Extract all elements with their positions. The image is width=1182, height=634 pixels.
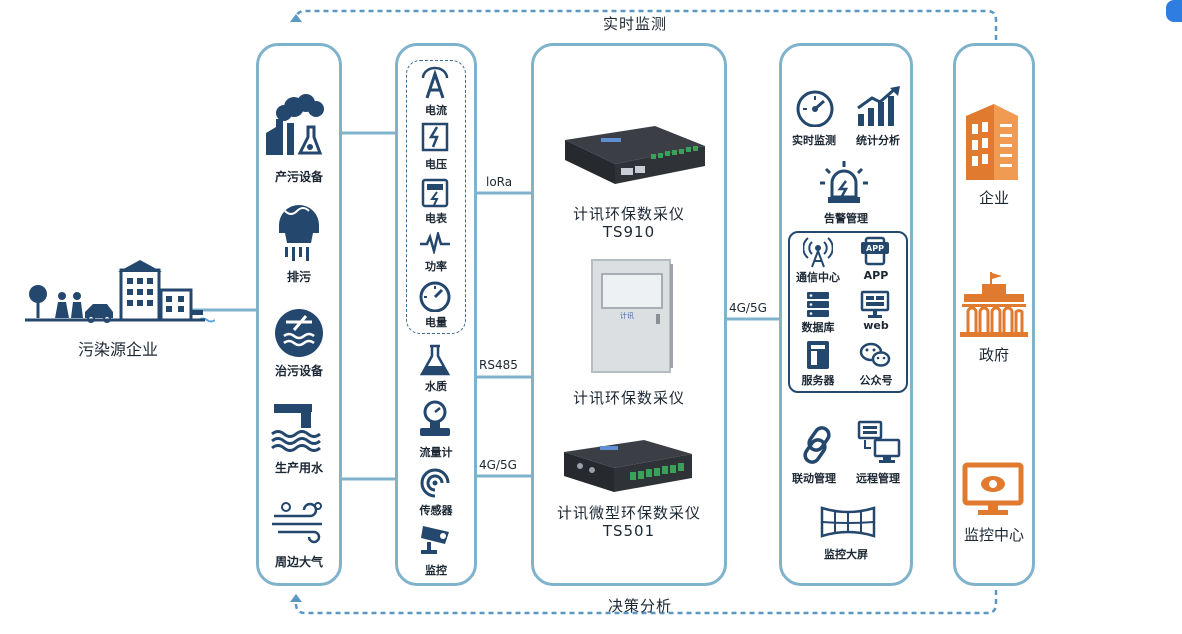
platform-label-db: 数据库 [801, 321, 835, 334]
device-3-name: 计讯微型环保数采仪 [556, 504, 701, 522]
source-label-5: 周边大气 [274, 555, 323, 569]
device-3-model: TS501 [602, 522, 656, 540]
app-icon: APP [861, 236, 889, 266]
platform-label-alarm: 告警管理 [824, 212, 868, 225]
web-icon [860, 290, 890, 318]
sensor-label-5: 电量 [425, 316, 447, 329]
ts910-device-icon [565, 126, 705, 184]
meter-icon [421, 178, 449, 208]
protocol-cellular-right: 4G/5G [729, 301, 767, 315]
device-1-model: TS910 [602, 223, 656, 241]
source-label-1: 产污设备 [274, 170, 323, 184]
protocol-cellular-left: 4G/5G [479, 458, 517, 472]
platform-label-stats: 统计分析 [856, 134, 900, 147]
cabinet-badge: 计讯 [620, 311, 634, 320]
consumer-label-government: 政府 [978, 346, 1009, 364]
platform-label-wechat: 公众号 [859, 374, 893, 387]
air-icon [272, 502, 322, 544]
speedometer-icon [796, 90, 834, 127]
sensor-label-4: 功率 [425, 260, 447, 273]
remote-icon [857, 420, 901, 463]
sensor-label-7: 流量计 [419, 446, 453, 459]
protocol-rs485: RS485 [479, 358, 518, 372]
source-label-4: 生产用水 [274, 461, 323, 475]
consumer-label-monitor: 监控中心 [963, 526, 1024, 544]
sensor-label-2: 电压 [425, 158, 447, 171]
protocol-lora: loRa [486, 175, 513, 189]
monitor-center-icon [962, 462, 1024, 515]
sensor-label-8: 传感器 [419, 504, 453, 517]
platform-label-comm: 通信中心 [796, 271, 840, 284]
enterprise-label: 污染源企业 [78, 340, 159, 359]
sensor-icon [420, 468, 450, 498]
platform-label-realtime: 实时监测 [792, 134, 836, 147]
link-icon [803, 426, 831, 464]
bottom-flow-label: 决策分析 [607, 597, 672, 615]
sensors-panel [395, 43, 477, 586]
platform-label-web: web [863, 319, 889, 332]
bar-chart-icon [857, 86, 900, 126]
big-screen-icon [820, 506, 876, 538]
wechat-icon [859, 342, 891, 367]
flask-icon [420, 344, 450, 376]
water-pipe-icon [271, 404, 321, 452]
enterprise-building-icon [966, 104, 1018, 180]
current-icon [421, 66, 449, 99]
platform-label-remote: 远程管理 [856, 472, 900, 485]
corner-tab-button[interactable] [1166, 0, 1182, 22]
electric-group-outline [406, 60, 466, 334]
sensor-label-1: 电流 [425, 104, 447, 117]
ts501-device-icon [564, 440, 692, 492]
gauge-icon [419, 281, 451, 312]
source-label-3: 治污设备 [274, 364, 323, 378]
server-icon [807, 341, 829, 369]
platform-services-box [788, 231, 908, 393]
app-badge: APP [866, 244, 884, 253]
platform-label-linkage: 联动管理 [792, 472, 836, 485]
database-icon [807, 292, 829, 317]
discharge-icon [279, 205, 319, 261]
flowmeter-icon [420, 400, 450, 436]
alarm-icon [820, 161, 868, 203]
device-2-name: 计讯环保数采仪 [572, 389, 685, 407]
sensor-label-3: 电表 [425, 212, 447, 225]
device-1-name: 计讯环保数采仪 [572, 205, 685, 223]
antenna-icon [803, 237, 833, 268]
platform-panel [779, 43, 913, 586]
polluting-enterprise-icon [25, 260, 215, 323]
platform-label-server: 服务器 [801, 374, 835, 387]
sensor-label-9: 监控 [425, 564, 447, 577]
sensor-label-6: 水质 [425, 380, 447, 393]
top-flow-label: 实时监测 [602, 15, 667, 33]
voltage-icon [421, 122, 449, 152]
treatment-icon [275, 309, 323, 357]
platform-label-screen: 监控大屏 [824, 548, 868, 561]
consumer-label-enterprise: 企业 [978, 189, 1009, 207]
source-label-2: 排污 [286, 270, 311, 284]
platform-label-app: APP [863, 269, 889, 282]
cabinet-icon: 计讯 [591, 259, 673, 373]
power-icon [420, 232, 450, 254]
camera-icon [421, 526, 449, 554]
government-icon [960, 272, 1028, 337]
factory-icon [266, 94, 324, 155]
